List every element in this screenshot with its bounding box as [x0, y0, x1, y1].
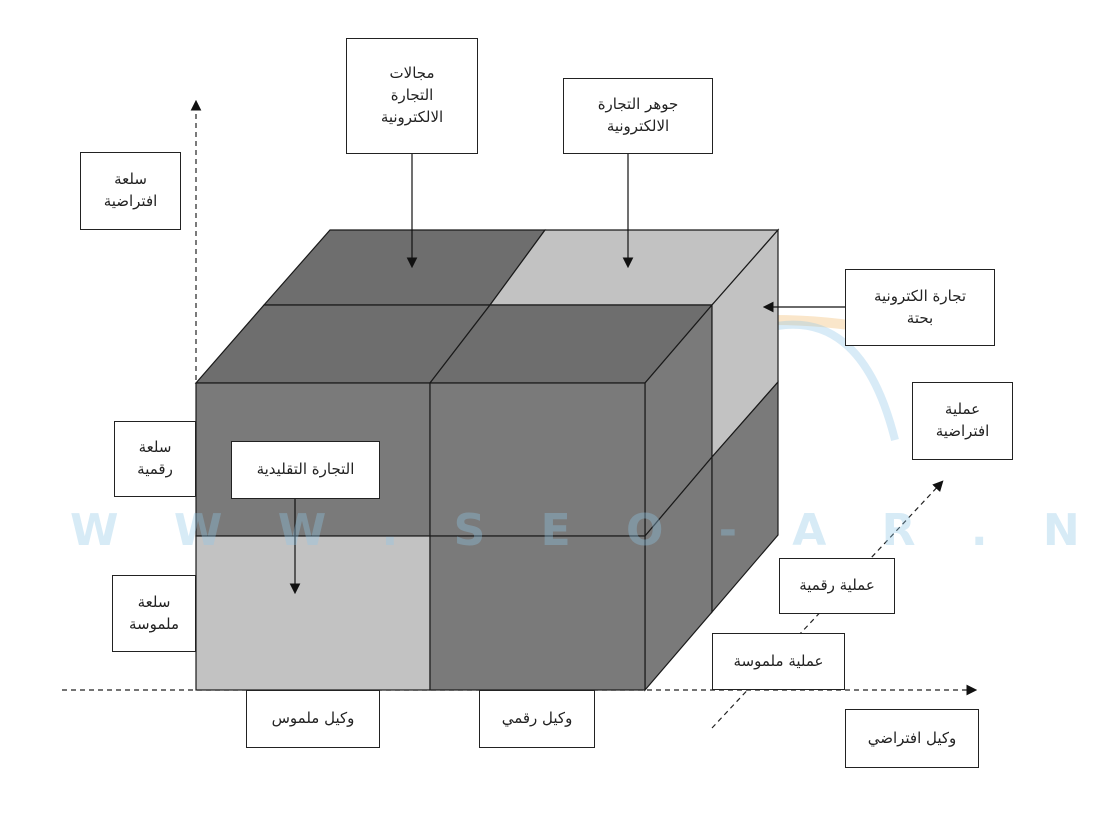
- label-fields-ecommerce: مجالات التجارة الالكترونية: [346, 38, 478, 154]
- label-pure-ecommerce: تجارة الكترونية بحتة: [845, 269, 995, 346]
- cube-front-top-right: [429, 382, 646, 537]
- label-tangible-agent: وكيل ملموس: [246, 690, 380, 748]
- label-virtual-agent: وكيل افتراضي: [845, 709, 979, 768]
- watermark-swoosh-2: [758, 320, 899, 441]
- label-digital-goods: سلعة رقمية: [114, 421, 196, 497]
- label-virtual-goods: سلعة افتراضية: [80, 152, 181, 230]
- cube-front-bottom-left: [195, 535, 431, 691]
- cube-right-lower-back: [711, 380, 779, 614]
- watermark-text: W W W . S E O - A R . N E T: [70, 505, 1101, 556]
- label-traditional-commerce: التجارة التقليدية: [231, 441, 380, 499]
- label-virtual-process: عملية افتراضية: [912, 382, 1013, 460]
- label-digital-agent: وكيل رقمي: [479, 690, 595, 748]
- cube-front-bottom-right: [429, 535, 646, 691]
- label-core-ecommerce: جوهر التجارة الالكترونية: [563, 78, 713, 154]
- label-tangible-process: عملية ملموسة: [712, 633, 845, 690]
- label-tangible-goods: سلعة ملموسة: [112, 575, 196, 652]
- label-digital-process: عملية رقمية: [779, 558, 895, 614]
